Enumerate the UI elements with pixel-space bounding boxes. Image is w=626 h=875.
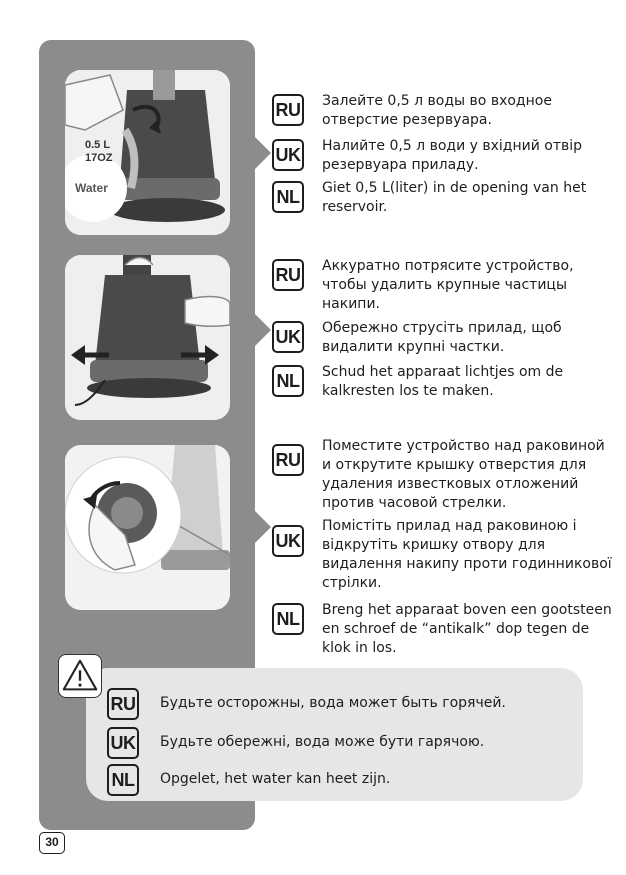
step1-row-uk: UK Налийте 0,5 л води у вхідний отвір ре… — [272, 137, 612, 179]
lang-badge-uk: UK — [107, 727, 139, 759]
lang-badge-ru: RU — [107, 688, 139, 720]
step3-text-nl: Breng het apparaat boven een gootsteen e… — [322, 602, 612, 656]
warning-text-uk: Будьте обережні, вода може бути гарячою. — [160, 734, 485, 750]
lang-badge-nl: NL — [107, 764, 139, 796]
lang-badge-ru: RU — [272, 94, 304, 126]
shake-appliance-illustration — [65, 255, 230, 420]
lang-badge-nl: NL — [272, 181, 304, 213]
step1-text-ru: Залейте 0,5 л воды во входное отверстие … — [322, 93, 552, 128]
step2-text-ru: Аккуратно потрясите устройство, чтобы уд… — [322, 258, 574, 312]
step1-illustration: 0.5 L 17OZ Water — [65, 70, 230, 235]
ounce-label: 17OZ — [85, 152, 113, 164]
volume-label: 0.5 L — [85, 139, 110, 151]
step3-row-ru: RU Поместите устройство над раковиной и … — [272, 437, 612, 517]
step2-row-uk: UK Обережно струсіть прилад, щоб видалит… — [272, 319, 612, 363]
warning-row-uk: UK Будьте обережні, вода може бути гаряч… — [107, 727, 577, 759]
lang-badge-uk: UK — [272, 525, 304, 557]
page-number: 30 — [39, 832, 65, 854]
step3-text-ru: Поместите устройство над раковиной и отк… — [322, 438, 605, 511]
step2-pointer — [254, 313, 271, 347]
warning-triangle-icon — [58, 654, 102, 698]
step1-row-ru: RU Залейте 0,5 л воды во входное отверст… — [272, 92, 612, 137]
step1-instructions: RU Залейте 0,5 л воды во входное отверст… — [272, 92, 612, 221]
water-label: Water — [75, 181, 108, 195]
warning-row-ru: RU Будьте осторожны, вода может быть гор… — [107, 688, 577, 720]
step3-row-nl: NL Breng het apparaat boven een gootstee… — [272, 601, 612, 661]
step2-row-ru: RU Аккуратно потрясите устройство, чтобы… — [272, 257, 612, 319]
step1-text-nl: Giet 0,5 L(liter) in de opening van het … — [322, 180, 587, 215]
warning-text-ru: Будьте осторожны, вода может быть горяче… — [160, 695, 506, 711]
lang-badge-uk: UK — [272, 139, 304, 171]
lang-badge-nl: NL — [272, 603, 304, 635]
warning-row-nl: NL Opgelet, het water kan heet zijn. — [107, 764, 577, 796]
step2-text-nl: Schud het apparaat lichtjes om de kalkre… — [322, 364, 564, 399]
step2-row-nl: NL Schud het apparaat lichtjes om de kal… — [272, 363, 612, 405]
step2-illustration — [65, 255, 230, 420]
step3-pointer — [254, 510, 271, 544]
unscrew-cap-illustration — [65, 445, 230, 610]
step1-text-uk: Налийте 0,5 л води у вхідний отвір резер… — [322, 138, 583, 173]
step2-instructions: RU Аккуратно потрясите устройство, чтобы… — [272, 257, 612, 405]
step3-row-uk: UK Помістіть прилад над раковиною і відк… — [272, 517, 612, 601]
warning-panel — [86, 668, 583, 801]
step1-row-nl: NL Giet 0,5 L(liter) in de opening van h… — [272, 179, 612, 221]
lang-badge-nl: NL — [272, 365, 304, 397]
step3-text-uk: Помістіть прилад над раковиною і відкрут… — [322, 518, 612, 591]
warning-text-nl: Opgelet, het water kan heet zijn. — [160, 771, 391, 787]
step3-illustration — [65, 445, 230, 610]
step2-text-uk: Обережно струсіть прилад, щоб видалити к… — [322, 320, 562, 355]
lang-badge-ru: RU — [272, 259, 304, 291]
lang-badge-uk: UK — [272, 321, 304, 353]
step3-instructions: RU Поместите устройство над раковиной и … — [272, 437, 612, 661]
pour-water-illustration: 0.5 L 17OZ Water — [65, 70, 230, 235]
lang-badge-ru: RU — [272, 444, 304, 476]
step1-pointer — [254, 136, 271, 170]
